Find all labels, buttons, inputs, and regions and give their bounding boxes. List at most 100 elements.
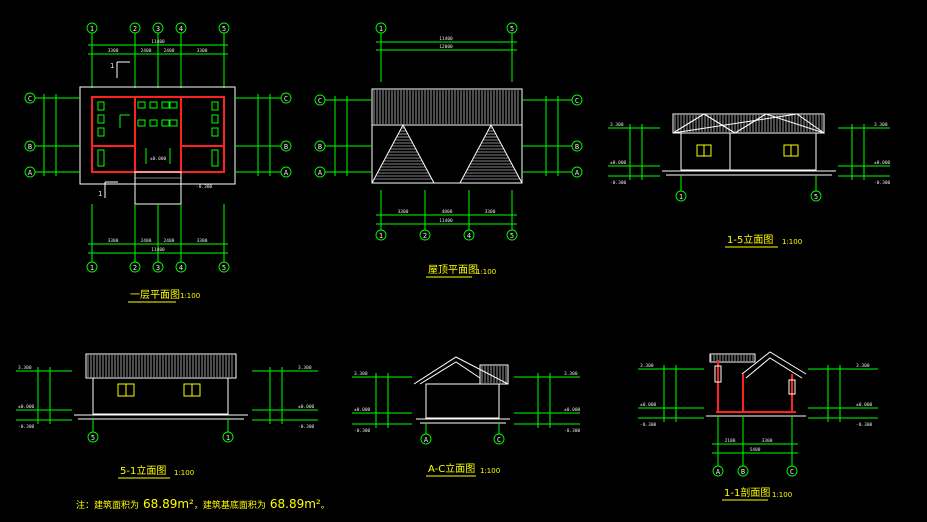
roof-tile-hatch bbox=[373, 90, 520, 180]
level-label: -0.300 bbox=[640, 422, 657, 428]
level-label: -0.300 bbox=[18, 424, 35, 430]
level-label: ±0.000 bbox=[354, 407, 371, 413]
roof-tile-hatch bbox=[481, 366, 507, 383]
section-1-1: 2100 3300 5400 A B C 3.300 ±0.000 -0.300… bbox=[638, 351, 878, 501]
floor-plan-axes-side: C B A C B A bbox=[24, 92, 292, 178]
wall-outline bbox=[680, 132, 817, 171]
level-label: 3.300 bbox=[856, 363, 870, 369]
dimension-text: 3300 bbox=[485, 209, 496, 215]
axis-label: B bbox=[318, 143, 322, 151]
axis-label: A bbox=[575, 169, 580, 177]
dimension-text: 3300 bbox=[197, 238, 208, 244]
elevation-1-5: 1 5 3.300 ±0.000 -0.300 3.300 ±0.000 -0.… bbox=[608, 113, 891, 248]
dimension-text: 2400 bbox=[141, 48, 152, 54]
axis-label: 4 bbox=[179, 25, 183, 33]
floor-plan-axes-top: 1 2 3 4 5 bbox=[86, 22, 230, 34]
window-section bbox=[714, 365, 722, 383]
axis-label: C bbox=[318, 97, 322, 105]
drawing-title: 5-1立面图 bbox=[120, 464, 166, 477]
dimension-text: 3300 bbox=[197, 48, 208, 54]
roof-tile-hatch bbox=[87, 355, 233, 377]
axis-label: A bbox=[284, 169, 289, 177]
axis-label: A bbox=[716, 468, 721, 476]
level-label: -0.300 bbox=[874, 180, 891, 186]
drawing-scale: 1:100 bbox=[180, 292, 200, 300]
note-suffix: 。 bbox=[321, 501, 330, 511]
note-prefix: 注：建筑面积为 bbox=[76, 499, 139, 511]
level-label: 3.300 bbox=[610, 122, 624, 128]
drawing-scale: 1:100 bbox=[476, 268, 496, 276]
dimension-text: 3300 bbox=[108, 238, 119, 244]
dimension-text: 3300 bbox=[398, 209, 409, 215]
floor-plan-dims-bottom: 3300 2400 2400 3300 11400 1 2 3 4 5 bbox=[86, 204, 230, 273]
level-label: 3.300 bbox=[354, 371, 368, 377]
section-mark: 1 1 bbox=[98, 61, 130, 198]
axis-label: 1 bbox=[90, 25, 94, 33]
level-markers-right: 3.300 ±0.000 -0.300 bbox=[838, 122, 891, 186]
axis-label: 5 bbox=[91, 434, 95, 442]
roof-band bbox=[85, 353, 237, 379]
axis-label: 1 bbox=[379, 232, 383, 240]
axis-label: 4 bbox=[179, 264, 183, 272]
drawing-scale: 1:100 bbox=[772, 491, 792, 499]
axis-label: C bbox=[284, 95, 288, 103]
entrance-steps bbox=[134, 171, 182, 205]
level-label: ±0.000 bbox=[874, 160, 891, 166]
drawing-title: 一层平面图 bbox=[130, 289, 180, 301]
axis-label: 5 bbox=[222, 25, 226, 33]
footprint-area: 68.89m² bbox=[270, 497, 321, 511]
level-label: -0.300 bbox=[610, 180, 627, 186]
drawing-title: A-C立面图 bbox=[428, 462, 475, 475]
dimension-total: 11400 bbox=[151, 39, 165, 45]
elevation-5-1: 5 1 3.300 ±0.000 -0.300 3.300 ±0.000 -0.… bbox=[16, 353, 318, 479]
drawing-scale: 1:100 bbox=[480, 467, 500, 475]
level-markers-right: 3.300 ±0.000 -0.300 bbox=[252, 365, 318, 430]
dimension-text: 2400 bbox=[164, 48, 175, 54]
level-label: ±0.000 bbox=[564, 407, 581, 413]
level-label: ±0.000 bbox=[298, 404, 315, 410]
axis-label: 2 bbox=[133, 264, 137, 272]
window-section bbox=[788, 379, 796, 395]
elevation-a-c: A C 3.300 ±0.000 -0.300 3.300 ±0.000 -0.… bbox=[352, 356, 581, 477]
drawing-scale: 1:100 bbox=[782, 238, 802, 246]
roof-profile bbox=[741, 351, 807, 375]
dimension-total: 11400 bbox=[439, 218, 453, 224]
axis-label: C bbox=[790, 468, 794, 476]
level-label: -0.300 bbox=[354, 428, 371, 434]
level-label: ±0.000 bbox=[150, 156, 167, 162]
dimension-text: 2100 bbox=[725, 438, 736, 444]
level-label: 3.300 bbox=[564, 371, 578, 377]
level-markers-left: 3.300 ±0.000 -0.300 bbox=[608, 122, 660, 186]
level-label: ±0.000 bbox=[18, 404, 35, 410]
axis-label: 2 bbox=[133, 25, 137, 33]
axis-label: 3 bbox=[156, 264, 160, 272]
axis-label: C bbox=[497, 436, 501, 444]
level-label: 3.300 bbox=[298, 365, 312, 371]
level-label: 3.300 bbox=[640, 363, 654, 369]
drawing-title: 屋顶平面图 bbox=[428, 264, 478, 276]
axis-label: B bbox=[575, 143, 579, 151]
roof-profile bbox=[672, 113, 825, 134]
level-markers-right: 3.300 ±0.000 -0.300 bbox=[514, 371, 581, 434]
roof-outline bbox=[371, 88, 523, 184]
dimension-text: 3300 bbox=[762, 438, 773, 444]
axis-label: C bbox=[575, 97, 579, 105]
section-mark-label: 1 bbox=[110, 62, 114, 70]
level-label: ±0.000 bbox=[856, 402, 873, 408]
roof-line bbox=[419, 361, 481, 385]
floor-plan: 1 2 3 4 5 3300 2400 2400 3300 11400 1 1 bbox=[24, 22, 292, 303]
roof-hip-left bbox=[371, 123, 435, 184]
level-markers-left: 3.300 ±0.000 -0.300 bbox=[638, 363, 704, 428]
axis-label: 5 bbox=[510, 25, 514, 33]
axis-label: B bbox=[741, 468, 745, 476]
axis-label: 2 bbox=[423, 232, 427, 240]
drawing-scale: 1:100 bbox=[174, 469, 194, 477]
roof-tile-hatch bbox=[710, 355, 754, 361]
axis-label: 3 bbox=[156, 25, 160, 33]
section-mark-label: 1 bbox=[98, 190, 102, 198]
axis-label: 1 bbox=[90, 264, 94, 272]
level-label: -0.300 bbox=[196, 184, 213, 190]
